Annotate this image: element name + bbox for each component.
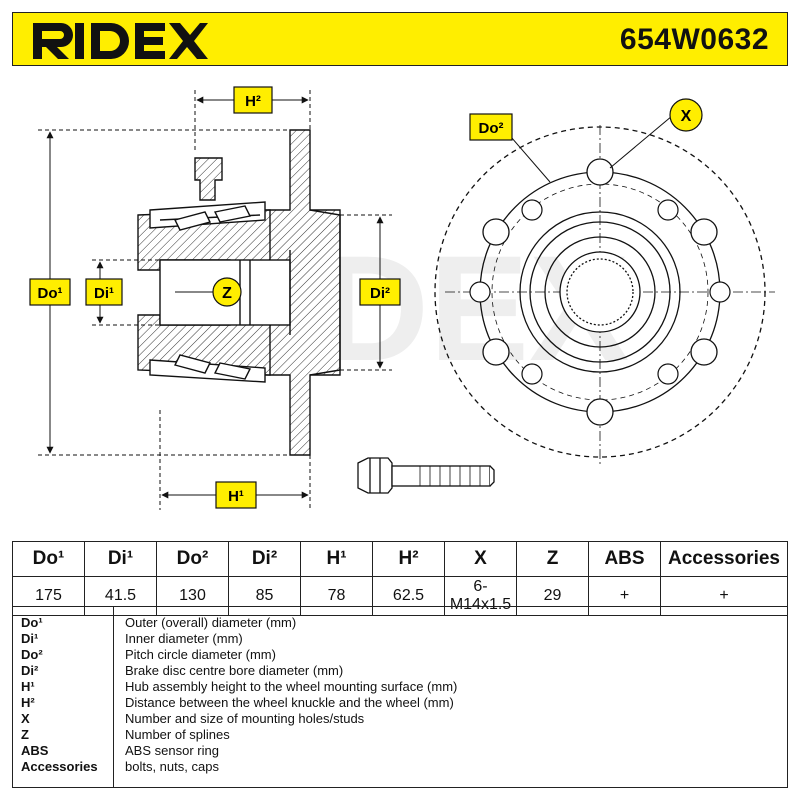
technical-drawing: RIDEX — [29, 86, 775, 510]
legend-key: Do¹ — [21, 615, 43, 630]
legend-desc: Distance between the wheel knuckle and t… — [125, 695, 454, 710]
spec-value-cell: 29 — [516, 576, 589, 616]
legend-row: H² Distance between the wheel knuckle an… — [13, 695, 789, 711]
legend-row: H¹ Hub assembly height to the wheel moun… — [13, 679, 789, 695]
legend-key: Z — [21, 727, 29, 742]
spec-value-cell: + — [588, 576, 661, 616]
legend-row: Accessories bolts, nuts, caps — [13, 759, 789, 775]
di1-label-box — [85, 278, 123, 306]
spec-header-cell: Accessories — [660, 541, 788, 577]
spec-header-cell: Z — [516, 541, 589, 577]
legend-row: Z Number of splines — [13, 727, 789, 743]
legend-desc: Hub assembly height to the wheel mountin… — [125, 679, 458, 694]
x-label: X — [681, 108, 692, 125]
spec-value-cell: 130 — [156, 576, 229, 616]
spec-header-cell: ABS — [588, 541, 661, 577]
h2-label-box — [233, 86, 273, 114]
x-leader-line — [609, 115, 673, 169]
legend-desc: Outer (overall) diameter (mm) — [125, 615, 297, 630]
spec-value-cell: + — [660, 576, 788, 616]
do2-label-box — [469, 113, 513, 141]
legend-key: Do² — [21, 647, 43, 662]
spec-value-cell: 41.5 — [84, 576, 157, 616]
spec-value-cell: 85 — [228, 576, 301, 616]
ridex-logo — [33, 23, 208, 59]
do2-label: Do² — [479, 120, 504, 137]
spec-header-cell: X — [444, 541, 517, 577]
legend-row: Di² Brake disc centre bore diameter (mm) — [13, 663, 789, 679]
legend-key: H² — [21, 695, 35, 710]
spec-header-cell: Di¹ — [84, 541, 157, 577]
spec-value-cell: 6-M14x1.5 — [444, 576, 517, 616]
spec-header-cell: Do¹ — [12, 541, 85, 577]
legend-row: Do¹ Outer (overall) diameter (mm) — [13, 615, 789, 631]
spec-header-row: Do¹ Di¹ Do² Di² H¹ H² X Z ABS Accessorie… — [12, 541, 788, 577]
spec-value-cell: 62.5 — [372, 576, 445, 616]
legend-desc: Number and size of mounting holes/studs — [125, 711, 365, 726]
spec-value-row: 175 41.5 130 85 78 62.5 6-M14x1.5 29 + + — [12, 576, 788, 616]
z-label: Z — [222, 285, 232, 302]
h1-label-box — [215, 481, 257, 509]
spec-value-cell: 175 — [12, 576, 85, 616]
legend-row: ABS ABS sensor ring — [13, 743, 789, 759]
di2-label: Di² — [370, 285, 390, 302]
legend-desc: Brake disc centre bore diameter (mm) — [125, 663, 344, 678]
spec-table: Do¹ Di¹ Do² Di² H¹ H² X Z ABS Accessorie… — [12, 541, 788, 616]
part-number: 654W0632 — [619, 23, 769, 56]
di2-label-box — [359, 278, 401, 306]
do1-label: Do¹ — [38, 285, 63, 302]
legend-desc: Pitch circle diameter (mm) — [125, 647, 276, 662]
legend-key: Di² — [21, 663, 39, 678]
legend-key: Accessories — [21, 759, 98, 774]
legend-box: Do¹ Outer (overall) diameter (mm) Di¹ In… — [12, 606, 788, 788]
do1-label-box — [29, 278, 71, 306]
h2-label: H² — [245, 93, 261, 110]
spec-header-cell: H² — [372, 541, 445, 577]
legend-divider — [113, 607, 114, 787]
legend-row: X Number and size of mounting holes/stud… — [13, 711, 789, 727]
legend-key: ABS — [21, 743, 49, 758]
spec-header-cell: H¹ — [300, 541, 373, 577]
legend-key: X — [21, 711, 30, 726]
legend-desc: bolts, nuts, caps — [125, 759, 219, 774]
legend-row: Di¹ Inner diameter (mm) — [13, 631, 789, 647]
spec-header-cell: Di² — [228, 541, 301, 577]
legend-key: H¹ — [21, 679, 35, 694]
di1-label: Di¹ — [94, 285, 114, 302]
legend-row: Do² Pitch circle diameter (mm) — [13, 647, 789, 663]
legend-desc: Number of splines — [125, 727, 230, 742]
x-label-circle — [669, 98, 703, 132]
legend-key: Di¹ — [21, 631, 39, 646]
wheel-bolt — [357, 457, 495, 494]
legend-desc: Inner diameter (mm) — [125, 631, 243, 646]
spec-header-cell: Do² — [156, 541, 229, 577]
legend-desc: ABS sensor ring — [125, 743, 219, 758]
header-bar: 654W0632 — [12, 12, 788, 66]
front-view — [434, 125, 775, 465]
h1-label: H¹ — [228, 488, 244, 505]
